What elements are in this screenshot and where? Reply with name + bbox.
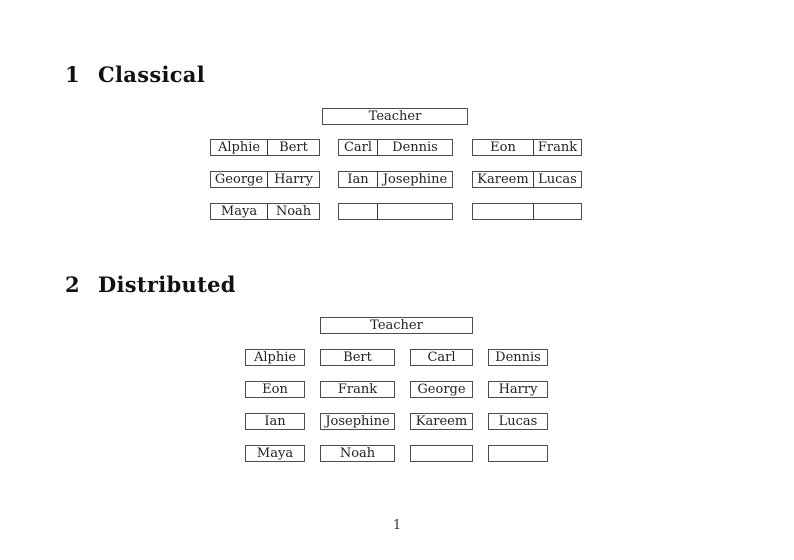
page-number: 1 <box>392 518 402 533</box>
desk-seat-right: Bert <box>267 140 319 155</box>
desk-single-seat: Noah <box>320 445 395 462</box>
desk-seat-left: Ian <box>347 172 369 187</box>
desk-two-seat: Ian Josephine <box>338 171 453 188</box>
desk-seat-left: Carl <box>343 140 373 155</box>
desk-single-seat <box>488 445 548 462</box>
desk-single-seat: Frank <box>320 381 395 398</box>
desk-seat-right <box>377 204 452 219</box>
desk-two-seat: Eon Frank <box>472 139 582 156</box>
desk-single-seat: Dennis <box>488 349 548 366</box>
teacher-box-distributed: Teacher <box>320 317 473 334</box>
desk-seat-left <box>339 204 377 219</box>
desk-two-seat: Carl Dennis <box>338 139 453 156</box>
desk-seat-left: Kareem <box>477 172 529 187</box>
desk-seat-left: Eon <box>490 140 516 155</box>
desk-two-seat: Maya Noah <box>210 203 320 220</box>
desk-seat-left: Maya <box>220 204 258 219</box>
desk-single-seat: Kareem <box>410 413 473 430</box>
desk-two-seat <box>472 203 582 220</box>
desk-seat-right: Lucas <box>533 172 581 187</box>
desk-seat-left: George <box>214 172 264 187</box>
desk-single-seat: Alphie <box>245 349 305 366</box>
desk-seat-right: Noah <box>267 204 319 219</box>
desk-single-seat: George <box>410 381 473 398</box>
desk-single-seat: Maya <box>245 445 305 462</box>
desk-two-seat: Kareem Lucas <box>472 171 582 188</box>
desk-single-seat: Lucas <box>488 413 548 430</box>
desk-seat-left <box>473 204 533 219</box>
section-2-number: 2 <box>65 272 80 297</box>
desk-seat-right <box>533 204 581 219</box>
section-1-title: Classical <box>98 62 205 87</box>
desk-single-seat: Bert <box>320 349 395 366</box>
desk-seat-right: Josephine <box>377 172 452 187</box>
desk-two-seat: Alphie Bert <box>210 139 320 156</box>
section-2-title: Distributed <box>98 272 236 297</box>
desk-single-seat: Harry <box>488 381 548 398</box>
desk-single-seat: Eon <box>245 381 305 398</box>
desk-single-seat: Carl <box>410 349 473 366</box>
desk-seat-right: Frank <box>533 140 581 155</box>
section-2-heading: 2 Distributed <box>65 274 236 295</box>
desk-seat-right: Harry <box>267 172 319 187</box>
desk-two-seat <box>338 203 453 220</box>
teacher-box-classical: Teacher <box>322 108 468 125</box>
desk-seat-left: Alphie <box>217 140 261 155</box>
section-1-number: 1 <box>65 62 80 87</box>
desk-seat-right: Dennis <box>377 140 452 155</box>
desk-single-seat: Josephine <box>320 413 395 430</box>
section-1-heading: 1 Classical <box>65 64 205 85</box>
desk-single-seat <box>410 445 473 462</box>
desk-single-seat: Ian <box>245 413 305 430</box>
